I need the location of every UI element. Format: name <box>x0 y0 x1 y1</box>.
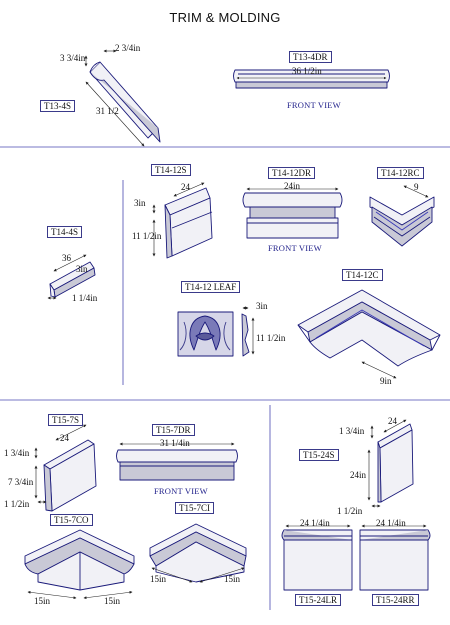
t15-24rr-dim-length: 24 1/4in <box>376 518 406 528</box>
t14-4s-dim-height: 3in <box>76 264 88 274</box>
t15-7co-drawing <box>24 529 135 591</box>
t15-7dr-caption: FRONT VIEW <box>154 486 208 496</box>
t15-7ci-dim-right: 15in <box>224 574 241 584</box>
t15-24lr-label: T15-24LR <box>295 594 341 606</box>
t15-7co-dim-right: 15in <box>104 596 121 606</box>
t14-4s-dim-length: 36 <box>62 253 71 263</box>
t14-12s-dim-length: 24 <box>181 182 190 192</box>
t14-12dr-drawing <box>242 192 343 239</box>
t14-12dr-label: T14-12DR <box>268 167 315 179</box>
t15-7s-label: T15-7S <box>48 414 83 426</box>
t13-4dr-dim-length: 36 1/2in <box>292 66 322 76</box>
t13-4s-drawing <box>89 61 161 143</box>
t15-7dr-drawing <box>116 449 238 481</box>
t15-24s-dim-height: 24in <box>350 470 367 480</box>
t15-24s-dim-length: 24 <box>388 416 397 426</box>
t15-7s-drawing <box>43 439 97 512</box>
t15-7ci-dim-left: 15in <box>150 574 167 584</box>
t13-4s-dim-width: 2 3/4in <box>115 43 141 53</box>
t14-12dr-caption: FRONT VIEW <box>268 243 322 253</box>
t15-24rr-label: T15-24RR <box>372 594 419 606</box>
t13-4s-dim-length: 31 1/2 <box>96 106 119 116</box>
t14-12leaf-dim-depth: 3in <box>256 301 268 311</box>
t15-7s-dim-top: 1 3/4in <box>4 448 30 458</box>
t13-4dr-caption: FRONT VIEW <box>287 100 341 110</box>
t15-24lr-drawing <box>281 529 353 591</box>
t14-12c-drawing <box>297 289 441 367</box>
t14-12s-dim-height: 11 1/2in <box>132 231 162 241</box>
t15-24s-dim-top: 1 3/4in <box>339 426 365 436</box>
t14-12s-drawing <box>164 187 213 259</box>
t14-4s-dim-depth: 1 1/4in <box>72 293 98 303</box>
t13-4s-label: T13-4S <box>40 100 75 112</box>
t14-4s-drawing <box>49 261 96 298</box>
t15-7s-dim-depth: 1 1/2in <box>4 499 30 509</box>
t15-7s-dim-height: 7 3/4in <box>8 477 34 487</box>
t14-12leaf-drawing <box>177 311 250 357</box>
t13-4s-dim-height: 3 3/4in <box>60 53 86 63</box>
t14-12rc-label: T14-12RC <box>377 167 424 179</box>
t15-24rr-drawing <box>359 529 431 591</box>
t15-7dr-dim-length: 31 1/4in <box>160 438 190 448</box>
t15-7dr-label: T15-7DR <box>152 424 195 436</box>
t14-12s-label: T14-12S <box>151 164 191 176</box>
t14-12rc-drawing <box>369 196 435 247</box>
t14-12c-label: T14-12C <box>342 269 383 281</box>
t14-12leaf-label: T14-12 LEAF <box>181 281 241 293</box>
t15-24s-dim-depth: 1 1/2in <box>337 506 363 516</box>
t15-7co-label: T15-7CO <box>50 514 93 526</box>
t14-12s-dim-top: 3in <box>134 198 146 208</box>
t14-12c-dim: 9in <box>380 376 392 386</box>
t15-7ci-label: T15-7CI <box>175 502 214 514</box>
t14-12leaf-dim-height: 11 1/2in <box>256 333 286 343</box>
t14-4s-label: T14-4S <box>47 226 82 238</box>
t15-7s-dim-length: 24 <box>60 433 69 443</box>
t15-24s-drawing <box>377 423 414 503</box>
t15-7co-dim-left: 15in <box>34 596 51 606</box>
t14-12rc-dim: 9 <box>414 182 419 192</box>
t13-4dr-label: T13-4DR <box>289 51 332 63</box>
t15-24s-label: T15-24S <box>299 449 339 461</box>
t15-24lr-dim-length: 24 1/4in <box>300 518 330 528</box>
page-title: TRIM & MOLDING <box>169 10 281 25</box>
t14-12dr-dim-length: 24in <box>284 181 301 191</box>
